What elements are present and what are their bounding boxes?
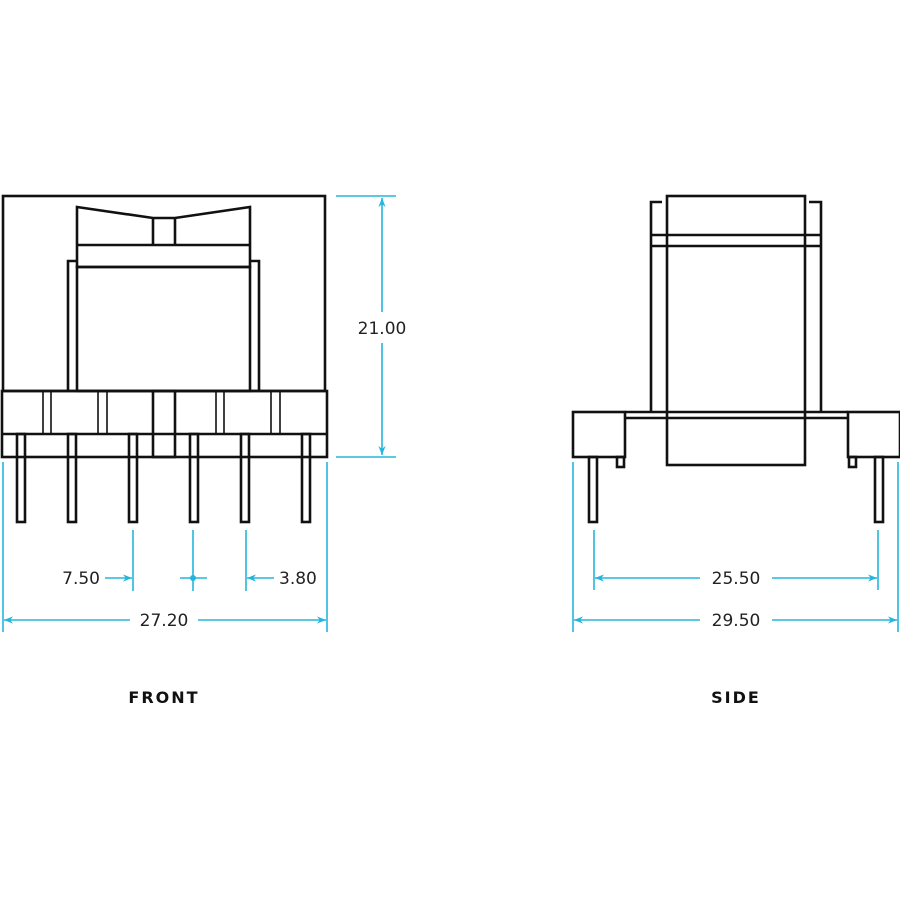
- pin: [66, 432, 78, 524]
- front-width-dimension: 27.20: [4, 611, 326, 631]
- pin: [127, 432, 139, 524]
- front-view: 21.00 7.50 3.80 27.20 FRONT: [0, 194, 407, 707]
- side-extension-lines: [572, 462, 899, 632]
- front-center-post: [151, 389, 177, 459]
- side-tab-right: [847, 455, 858, 469]
- front-winding: [75, 265, 252, 393]
- front-view-label: FRONT: [128, 688, 199, 707]
- pin: [188, 432, 200, 524]
- pin-span-label: 25.50: [712, 569, 761, 589]
- front-center-mark: [180, 575, 207, 581]
- front-pins: [15, 432, 312, 524]
- side-base-left: [571, 410, 627, 459]
- side-core: [665, 194, 807, 467]
- side-pin-span-dimension: 25.50: [595, 569, 877, 589]
- side-base-right: [846, 410, 900, 459]
- side-pin-left: [587, 455, 599, 524]
- pin: [300, 432, 312, 524]
- side-view: 25.50 29.50 SIDE: [571, 194, 900, 707]
- front-top-flange: [75, 205, 252, 269]
- pin-offset-label: 7.50: [62, 569, 100, 589]
- side-base-plate: [625, 410, 848, 420]
- width-dimension-label: 27.20: [140, 611, 189, 631]
- front-pin-offset-dimension: 7.50: [62, 569, 132, 589]
- side-width-dimension: 29.50: [574, 611, 897, 631]
- front-height-dimension: 21.00: [336, 195, 407, 458]
- front-extension-lines: [2, 462, 328, 632]
- front-base-slots: [42, 391, 281, 434]
- side-pin-right: [873, 455, 885, 524]
- side-tab-left: [615, 455, 626, 469]
- height-dimension-label: 21.00: [358, 319, 407, 339]
- pin: [239, 432, 251, 524]
- front-top-flange-detail: [77, 218, 250, 247]
- pin: [15, 432, 27, 524]
- pin-pitch-label: 3.80: [279, 569, 317, 589]
- side-flange-lines: [651, 233, 821, 248]
- side-width-label: 29.50: [712, 611, 761, 631]
- side-view-label: SIDE: [711, 688, 761, 707]
- front-core-frame: [1, 194, 327, 393]
- side-pillars: [649, 200, 823, 412]
- front-pin-pitch-dimension: 3.80: [247, 569, 317, 589]
- front-side-pillars: [66, 259, 261, 391]
